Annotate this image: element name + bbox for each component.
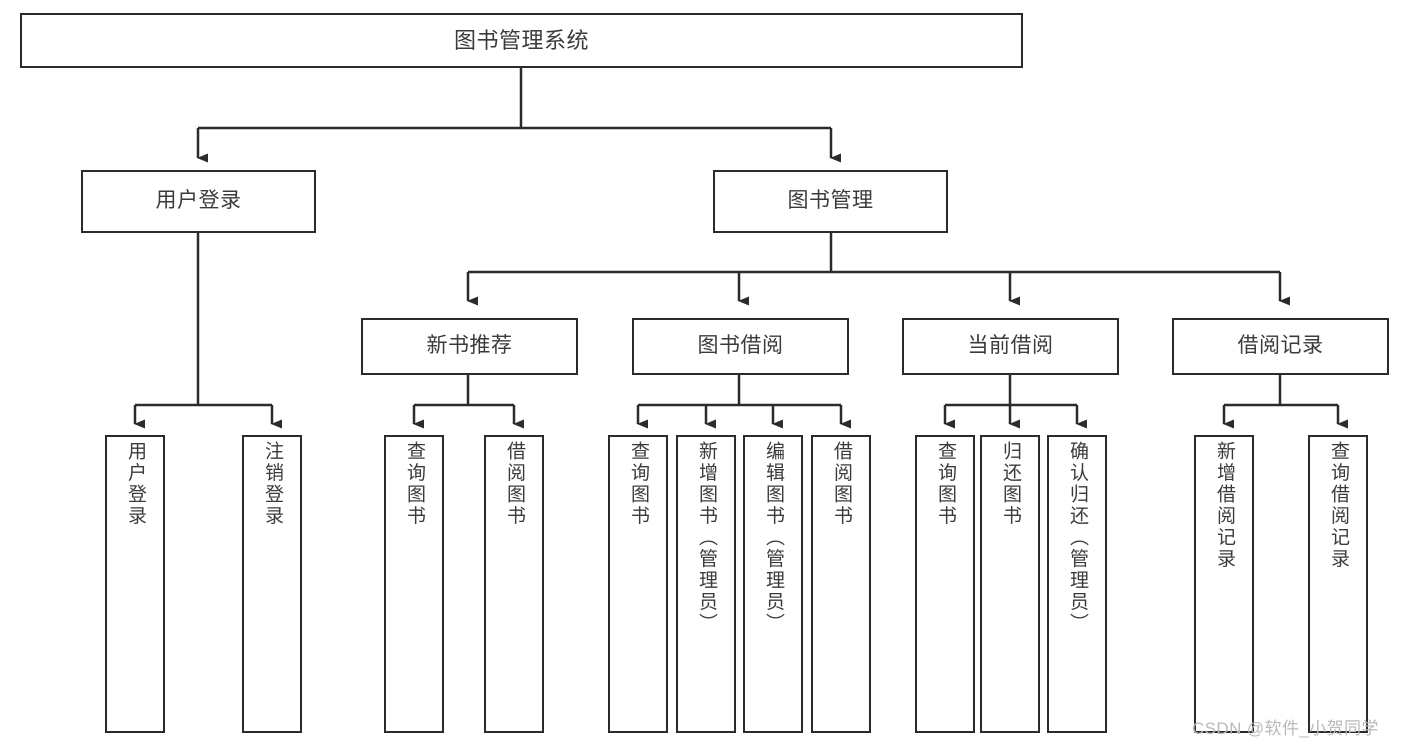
node-label: 查询借阅记录 [1327,441,1349,570]
node-label: 新增借阅记录 [1213,441,1235,570]
node-borrow-record[interactable]: 借阅记录 [1172,318,1389,375]
node-label: 确认归还（管理员） [1066,441,1088,635]
node-label: 新书推荐 [426,334,513,358]
node-label: 编辑图书（管理员） [762,441,784,635]
node-leaf-borrow-book[interactable]: 借阅图书 [811,435,871,733]
node-leaf-logout[interactable]: 注销登录 [242,435,302,733]
node-label: 借阅图书 [503,441,525,527]
node-leaf-query-book-borrow[interactable]: 查询图书 [608,435,668,733]
node-label: 归还图书 [999,441,1021,527]
node-label: 借阅记录 [1237,334,1324,358]
node-current-borrow[interactable]: 当前借阅 [902,318,1119,375]
node-label: 查询图书 [627,441,649,527]
node-new-book-recommend[interactable]: 新书推荐 [361,318,578,375]
node-label: 注销登录 [261,441,283,527]
node-book-borrow[interactable]: 图书借阅 [632,318,849,375]
node-book-management[interactable]: 图书管理 [713,170,948,233]
node-leaf-borrow-book-recommend[interactable]: 借阅图书 [484,435,544,733]
node-label: 图书管理系统 [453,27,589,53]
node-leaf-user-login[interactable]: 用户登录 [105,435,165,733]
node-root-book-management-system[interactable]: 图书管理系统 [20,13,1023,68]
node-label: 查询图书 [934,441,956,527]
node-label: 当前借阅 [967,334,1054,358]
node-leaf-add-borrow-record[interactable]: 新增借阅记录 [1194,435,1254,733]
node-label: 图书借阅 [697,334,784,358]
node-leaf-edit-book-admin[interactable]: 编辑图书（管理员） [743,435,803,733]
node-leaf-query-borrow-record[interactable]: 查询借阅记录 [1308,435,1368,733]
node-leaf-return-book[interactable]: 归还图书 [980,435,1040,733]
node-label: 用户登录 [155,189,242,213]
node-label: 新增图书（管理员） [695,441,717,635]
node-label: 图书管理 [787,189,874,213]
node-leaf-query-book-recommend[interactable]: 查询图书 [384,435,444,733]
node-leaf-query-book-current[interactable]: 查询图书 [915,435,975,733]
node-leaf-confirm-return-admin[interactable]: 确认归还（管理员） [1047,435,1107,733]
node-label: 借阅图书 [830,441,852,527]
node-leaf-add-book-admin[interactable]: 新增图书（管理员） [676,435,736,733]
node-label: 查询图书 [403,441,425,527]
node-label: 用户登录 [124,441,146,527]
node-user-login[interactable]: 用户登录 [81,170,316,233]
